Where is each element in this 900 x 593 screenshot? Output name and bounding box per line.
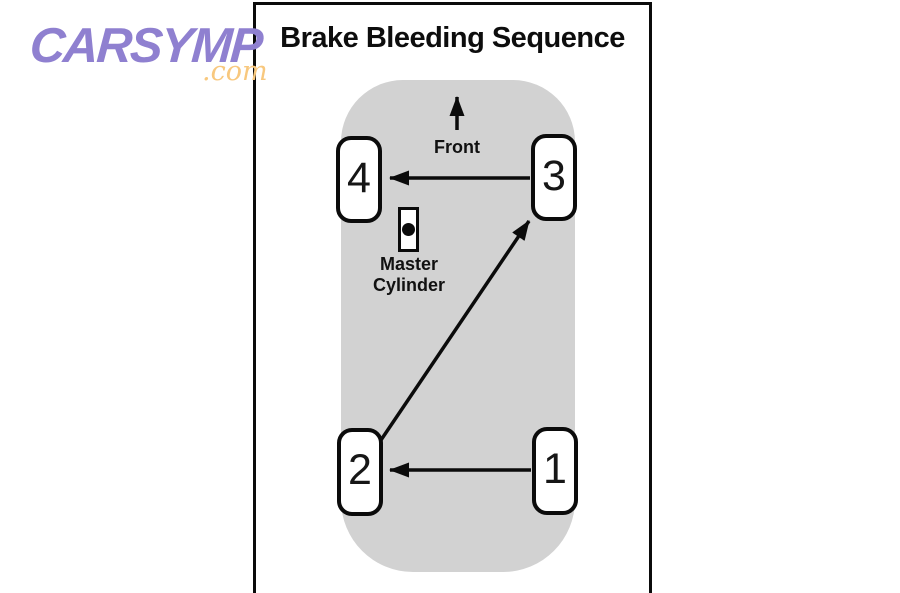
- master-cylinder-dot-icon: [402, 223, 415, 236]
- wheel-front-right-label: 3: [542, 151, 566, 200]
- master-cylinder-label: Master Cylinder: [344, 254, 474, 296]
- wheel-front-left: 4: [336, 136, 382, 223]
- logo-tld-text: .com: [202, 56, 268, 87]
- front-label: Front: [434, 137, 480, 157]
- wheel-rear-left: 2: [337, 428, 383, 516]
- master-cylinder-label-line2: Cylinder: [372, 275, 446, 295]
- site-logo: CARSYMP .com: [28, 19, 267, 85]
- wheel-rear-right-label: 1: [543, 445, 567, 493]
- wheel-front-left-label: 4: [347, 153, 371, 202]
- master-cylinder: [398, 207, 419, 252]
- master-cylinder-label-line1: Master: [379, 254, 439, 274]
- wheel-front-right: 3: [531, 134, 577, 221]
- wheel-rear-right: 1: [532, 427, 578, 515]
- page-title: Brake Bleeding Sequence: [280, 22, 625, 54]
- wheel-rear-left-label: 2: [348, 446, 372, 494]
